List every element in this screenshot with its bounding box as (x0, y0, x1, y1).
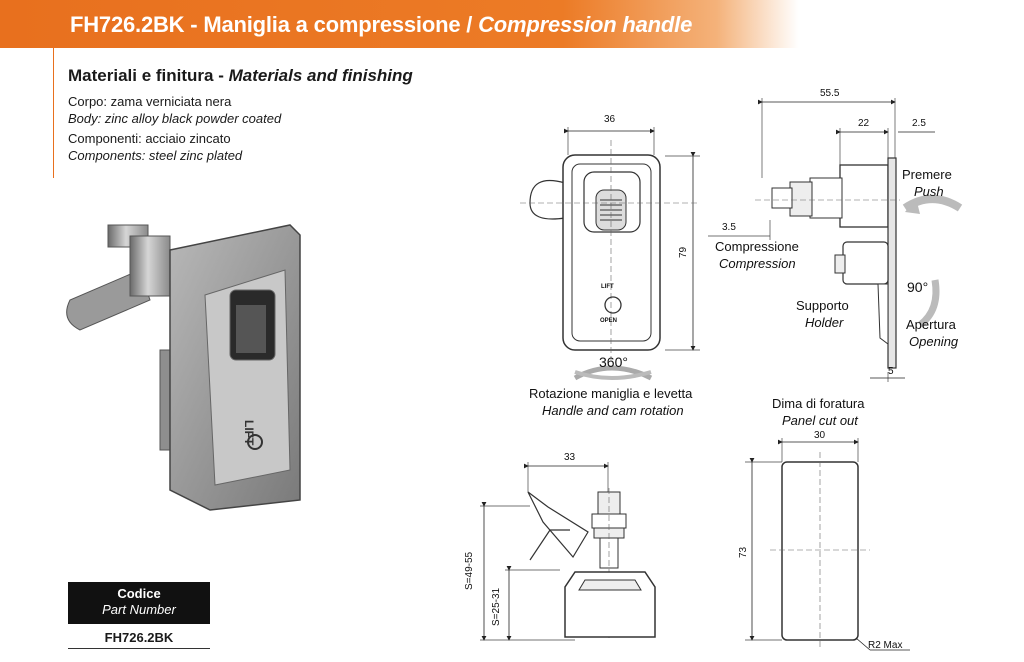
bottom-view-drawing (480, 462, 656, 641)
header-bar (0, 0, 1024, 48)
side-view-drawing (708, 98, 963, 382)
grip-range-2: S=25-31 (491, 587, 502, 626)
handle-rotation-en: Handle and cam rotation (542, 403, 684, 418)
lift-label: LIFT (601, 284, 614, 290)
cutout-height-dim: 73 (738, 546, 749, 558)
holder-it: Supporto (796, 298, 849, 313)
page-title: FH726.2BK - Maniglia a compressione / Co… (70, 12, 692, 38)
opening-en: Opening (909, 334, 959, 349)
components-material-it: Componenti: acciaio zincato (68, 131, 231, 146)
product-photo: LIFT (66, 224, 301, 511)
materials-heading-it: Materiali e finitura - (68, 66, 224, 85)
opening-it: Apertura (906, 317, 956, 332)
title-italian: - Maniglia a compressione / (190, 12, 473, 37)
svg-text:LIFT: LIFT (242, 420, 256, 446)
open-label: OPEN (600, 318, 618, 324)
front-width-dim: 36 (604, 114, 616, 125)
materials-heading: Materiali e finitura - Materials and fin… (68, 66, 413, 86)
front-view-drawing (520, 127, 700, 381)
side-22-dim: 22 (858, 118, 870, 129)
cutout-title-en: Panel cut out (782, 413, 858, 428)
part-number-box: Codice Part Number (68, 582, 210, 624)
cutout-radius-dim: R2 Max (868, 640, 903, 651)
rotation-angle: 360° (599, 354, 628, 370)
opening-angle: 90° (907, 279, 929, 295)
components-material-en: Components: steel zinc plated (68, 148, 243, 163)
bottom-width-dim: 33 (564, 452, 576, 463)
part-number-label-it: Codice (117, 586, 161, 601)
compression-en: Compression (719, 256, 796, 271)
front-height-dim: 79 (678, 246, 689, 258)
materials-heading-en: Materials and finishing (228, 66, 413, 85)
push-en: Push (914, 184, 944, 199)
cutout-width-dim: 30 (814, 430, 826, 441)
accent-divider (53, 48, 54, 178)
side-5-dim: 5 (888, 366, 894, 377)
part-number-label-en: Part Number (102, 602, 176, 617)
grip-range-1: S=49-55 (464, 551, 475, 590)
handle-rotation-it: Rotazione maniglia e levetta (529, 386, 693, 401)
push-it: Premere (902, 167, 952, 182)
part-number-underline (68, 648, 210, 649)
title-english: Compression handle (478, 12, 693, 37)
cutout-title-it: Dima di foratura (772, 396, 865, 411)
body-material-en: Body: zinc alloy black powder coated (68, 111, 282, 126)
side-total-dim: 55.5 (820, 88, 840, 99)
body-material-it: Corpo: zama verniciata nera (68, 94, 232, 109)
compression-it: Compressione (715, 239, 799, 254)
side-2-5-dim: 2.5 (912, 118, 926, 129)
panel-cutout-drawing (745, 438, 910, 651)
side-3-5-dim: 3.5 (722, 222, 736, 233)
title-code: FH726.2BK (70, 12, 185, 37)
holder-en: Holder (805, 315, 844, 330)
part-number-value: FH726.2BK (104, 630, 174, 645)
